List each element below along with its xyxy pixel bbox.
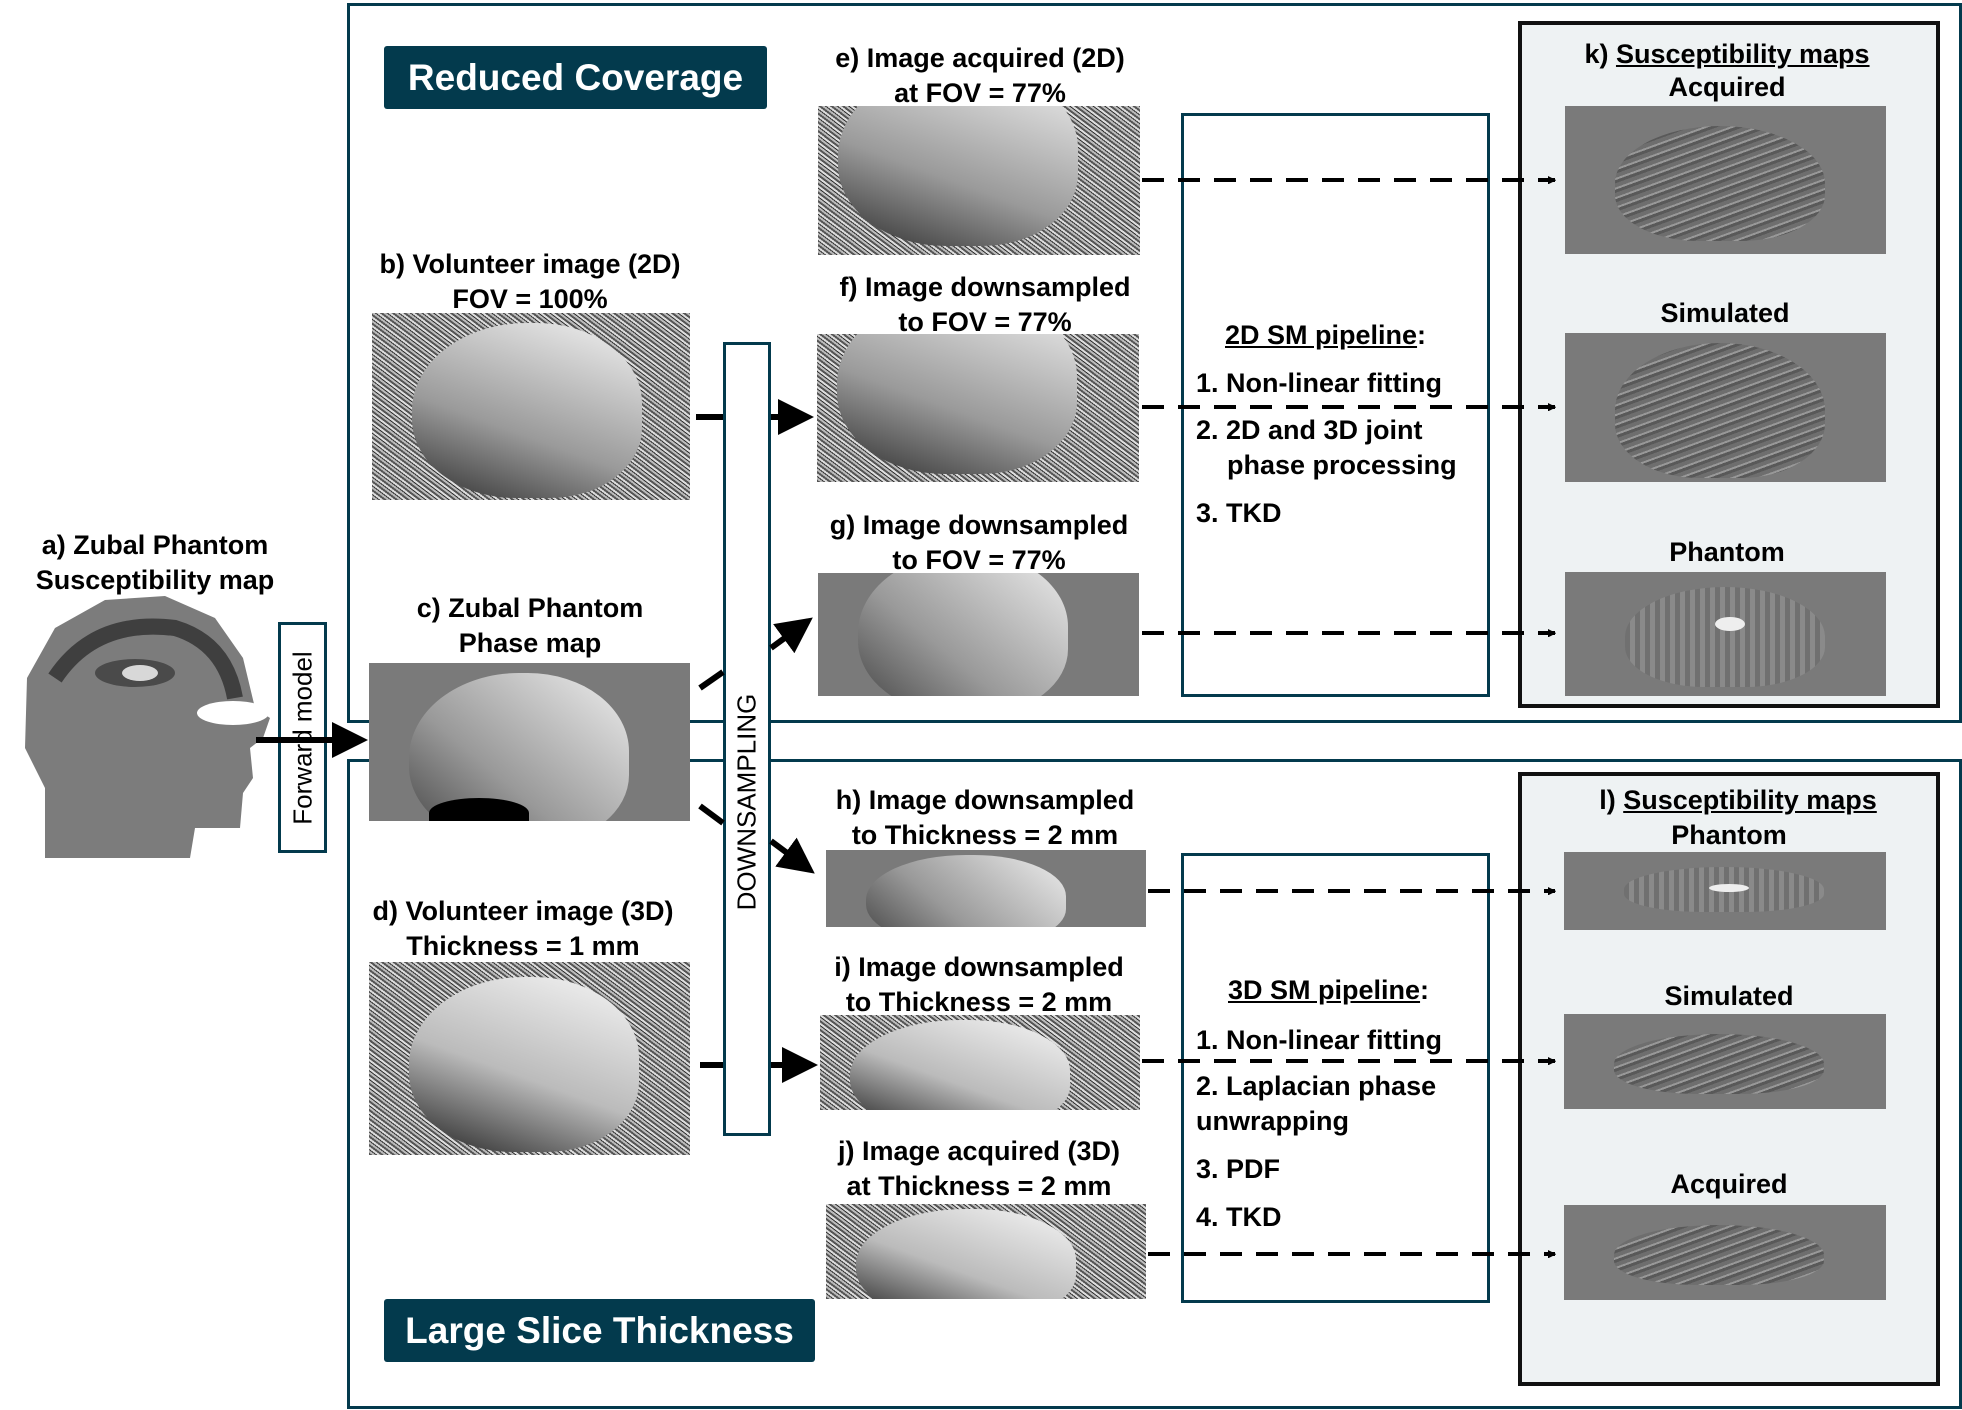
sm-acquired-3d bbox=[1564, 1205, 1886, 1300]
head-phantom-image bbox=[25, 596, 270, 858]
downsampling-box: DOWNSAMPLING bbox=[723, 342, 771, 1136]
panel-l-label: Simulated bbox=[1664, 981, 1794, 1011]
sm-simulated-3d bbox=[1564, 1014, 1886, 1109]
pipeline-2d-title: 2D SM pipeline: bbox=[1225, 320, 1427, 350]
image-acquired-2d bbox=[818, 106, 1140, 255]
volunteer-image-2d bbox=[372, 313, 690, 500]
sm-acquired-2d bbox=[1565, 106, 1886, 254]
reduced-coverage-frame bbox=[347, 3, 1962, 723]
arrow-c-up bbox=[698, 669, 725, 691]
panel-k-title: k) Susceptibility maps bbox=[1584, 39, 1870, 69]
panel-d-title: d) Volunteer image (3D)Thickness = 1 mm bbox=[372, 896, 674, 961]
panel-k-label: Acquired bbox=[1668, 72, 1786, 102]
arrow-h bbox=[769, 837, 815, 874]
pipeline-3d-step: 1. Non-linear fitting bbox=[1196, 1025, 1442, 1055]
phantom-phase-map bbox=[369, 663, 690, 821]
volunteer-image-3d bbox=[369, 962, 690, 1155]
pipeline-3d-box bbox=[1181, 853, 1490, 1303]
sm-phantom-2d bbox=[1565, 572, 1886, 696]
pipeline-3d-step: 4. TKD bbox=[1196, 1202, 1282, 1232]
panel-k-label: Simulated bbox=[1660, 298, 1790, 328]
arrow-c-down bbox=[698, 803, 725, 826]
pipeline-3d-step: unwrapping bbox=[1196, 1106, 1349, 1136]
panel-k-label: Phantom bbox=[1669, 537, 1785, 567]
image-downsampled-g bbox=[818, 573, 1139, 696]
pipeline-3d-step: 2. Laplacian phase bbox=[1196, 1071, 1437, 1101]
panel-j-title: j) Image acquired (3D)at Thickness = 2 m… bbox=[837, 1136, 1121, 1201]
reduced-coverage-label: Reduced Coverage bbox=[384, 46, 767, 109]
image-downsampled-h bbox=[826, 850, 1146, 927]
pipeline-2d-step: 3. TKD bbox=[1196, 498, 1282, 528]
pipeline-2d-step: 1. Non-linear fitting bbox=[1196, 368, 1442, 398]
pipeline-2d-step: phase processing bbox=[1227, 450, 1457, 480]
image-acquired-3d bbox=[826, 1204, 1146, 1299]
image-downsampled-f bbox=[817, 334, 1139, 482]
pipeline-3d-step: 3. PDF bbox=[1196, 1154, 1281, 1184]
pipeline-2d-step: 2. 2D and 3D joint bbox=[1196, 415, 1423, 445]
sm-phantom-3d bbox=[1564, 852, 1886, 930]
image-downsampled-i bbox=[820, 1015, 1140, 1110]
slice-thickness-frame bbox=[347, 759, 1962, 1409]
arrow-g bbox=[769, 617, 813, 654]
panel-b-title: b) Volunteer image (2D)FOV = 100% bbox=[379, 249, 681, 314]
panel-l-label: Phantom bbox=[1671, 820, 1787, 850]
large-slice-thickness-label: Large Slice Thickness bbox=[384, 1299, 815, 1362]
pipeline-3d-title: 3D SM pipeline: bbox=[1228, 975, 1430, 1005]
panel-l-title: l) Susceptibility maps bbox=[1599, 785, 1877, 815]
panel-l-label: Acquired bbox=[1670, 1169, 1788, 1199]
sm-simulated-2d bbox=[1565, 333, 1886, 482]
panel-e-title: e) Image acquired (2D)at FOV = 77% bbox=[835, 43, 1125, 108]
